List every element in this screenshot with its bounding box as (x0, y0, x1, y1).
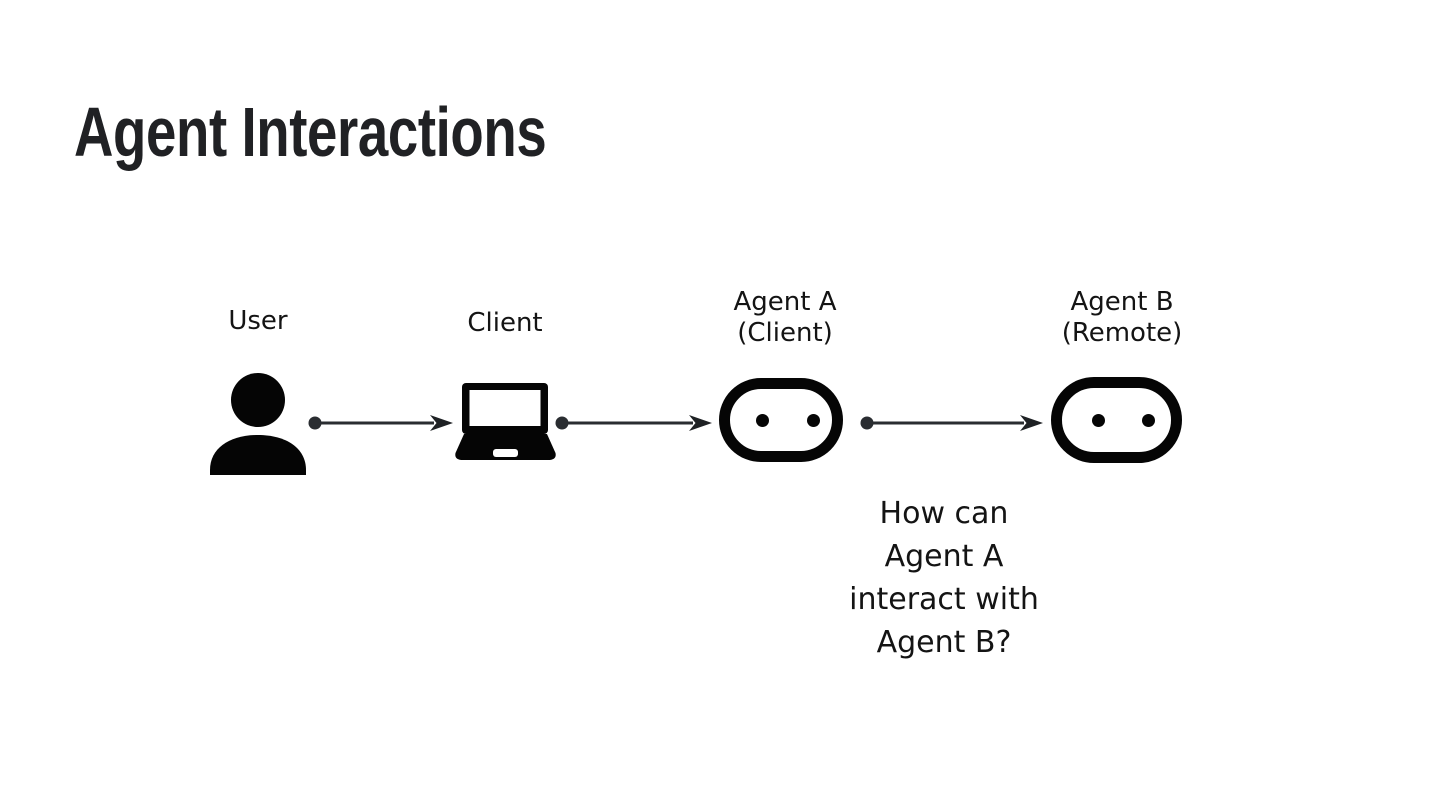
agent-a-role: (Client) (737, 318, 833, 348)
question-line-2: Agent A (884, 539, 1004, 574)
agent-b-name: Agent B (1070, 287, 1174, 317)
robot-eye-right (807, 414, 820, 427)
user-person-icon (210, 373, 306, 475)
agent-a-name: Agent A (733, 287, 837, 317)
agent-b-role: (Remote) (1061, 318, 1183, 348)
question-line-1: How can (879, 496, 1009, 531)
robot-eye-left (1092, 414, 1105, 427)
node-label-agent-b: Agent B (Remote) (1022, 287, 1222, 349)
node-label-client: Client (467, 308, 543, 338)
agent-b-robot-icon (1051, 377, 1182, 463)
annotation-question: How can Agent A interact with Agent B? (824, 492, 1064, 664)
robot-eye-right (1142, 414, 1155, 427)
node-label-agent-a: Agent A (Client) (685, 287, 885, 349)
arrow-agent-a-to-agent-b (860, 415, 1043, 431)
agent-a-robot-icon (719, 378, 843, 462)
client-laptop-icon (455, 383, 556, 460)
question-line-4: Agent B? (876, 625, 1012, 660)
arrow-client-to-agent-a (555, 415, 712, 431)
arrow-user-to-client (308, 415, 453, 431)
node-label-user: User (228, 306, 288, 336)
robot-eye-left (756, 414, 769, 427)
slide-title: Agent Interactions (74, 93, 547, 171)
question-line-3: interact with (849, 582, 1039, 617)
